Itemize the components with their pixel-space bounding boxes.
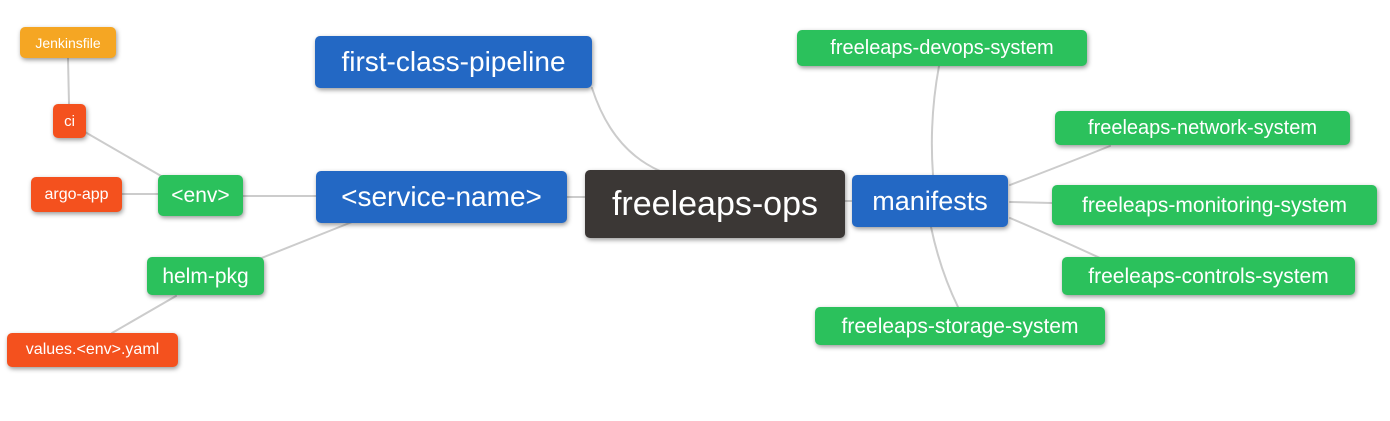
node-values-env-yaml[interactable]: values.<env>.yaml	[7, 333, 178, 367]
node-freeleaps-monitoring-system[interactable]: freeleaps-monitoring-system	[1052, 185, 1377, 225]
node-freeleaps-network-system[interactable]: freeleaps-network-system	[1055, 111, 1350, 145]
node-jenkinsfile[interactable]: Jenkinsfile	[20, 27, 116, 58]
node-helm-pkg[interactable]: helm-pkg	[147, 257, 264, 295]
edge-ci--env	[84, 131, 169, 181]
node-manifests[interactable]: manifests	[852, 175, 1008, 227]
edge-helm-pkg--service-name	[258, 221, 353, 260]
node-freeleaps-devops-system[interactable]: freeleaps-devops-system	[797, 30, 1087, 66]
node-freeleaps-storage-system[interactable]: freeleaps-storage-system	[815, 307, 1105, 345]
node-ci[interactable]: ci	[53, 104, 86, 138]
node-service-name[interactable]: <service-name>	[316, 171, 567, 223]
node-argo-app[interactable]: argo-app	[31, 177, 122, 212]
node-freeleaps-ops[interactable]: freeleaps-ops	[585, 170, 845, 238]
edge-manifests--freeleaps-network-system	[1009, 145, 1111, 186]
node-first-class-pipeline[interactable]: first-class-pipeline	[315, 36, 592, 88]
edge-jenkinsfile--ci	[67, 57, 70, 105]
edge-values-env-yaml--helm-pkg	[111, 295, 177, 334]
edge-manifests--freeleaps-devops-system	[930, 65, 940, 176]
node-freeleaps-controls-system[interactable]: freeleaps-controls-system	[1062, 257, 1355, 295]
edge-manifests--freeleaps-storage-system	[930, 226, 959, 308]
node-env[interactable]: <env>	[158, 175, 243, 216]
edge-first-class-pipeline--freeleaps-ops	[591, 87, 661, 172]
edge-manifests--freeleaps-monitoring-system	[1009, 201, 1053, 204]
edge-manifests--freeleaps-controls-system	[1009, 217, 1101, 259]
